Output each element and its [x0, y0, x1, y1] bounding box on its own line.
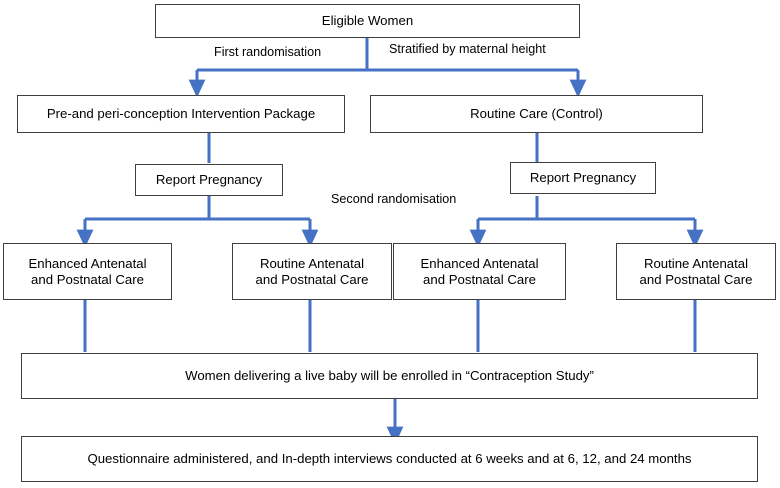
edge-label-first-randomisation: First randomisation	[214, 45, 322, 59]
node-arm-routine-care-intervention[interactable]: Routine Antenatal and Postnatal Care	[232, 243, 392, 300]
node-report-pregnancy-right[interactable]: Report Pregnancy	[510, 162, 656, 194]
node-arm-routine-care-control[interactable]: Routine Antenatal and Postnatal Care	[616, 243, 776, 300]
connector-second-randomisation-right	[469, 196, 704, 248]
node-report-pregnancy-left[interactable]: Report Pregnancy	[135, 164, 283, 196]
edge-label-stratified-by-maternal-height: Stratified by maternal height	[389, 42, 546, 56]
node-arm-enhanced-care-intervention[interactable]: Enhanced Antenatal and Postnatal Care	[3, 243, 172, 300]
connector-arms-to-contraception	[83, 300, 697, 352]
node-intervention-package[interactable]: Pre-and peri-conception Intervention Pac…	[17, 95, 345, 133]
connector-second-randomisation-left	[76, 196, 319, 248]
node-routine-care-control[interactable]: Routine Care (Control)	[370, 95, 703, 133]
node-contraception-study[interactable]: Women delivering a live baby will be enr…	[21, 353, 758, 399]
edge-label-second-randomisation: Second randomisation	[331, 192, 457, 206]
node-followup-questionnaire[interactable]: Questionnaire administered, and In-depth…	[21, 436, 758, 482]
node-eligible-women[interactable]: Eligible Women	[155, 4, 580, 38]
node-arm-enhanced-care-control[interactable]: Enhanced Antenatal and Postnatal Care	[393, 243, 566, 300]
